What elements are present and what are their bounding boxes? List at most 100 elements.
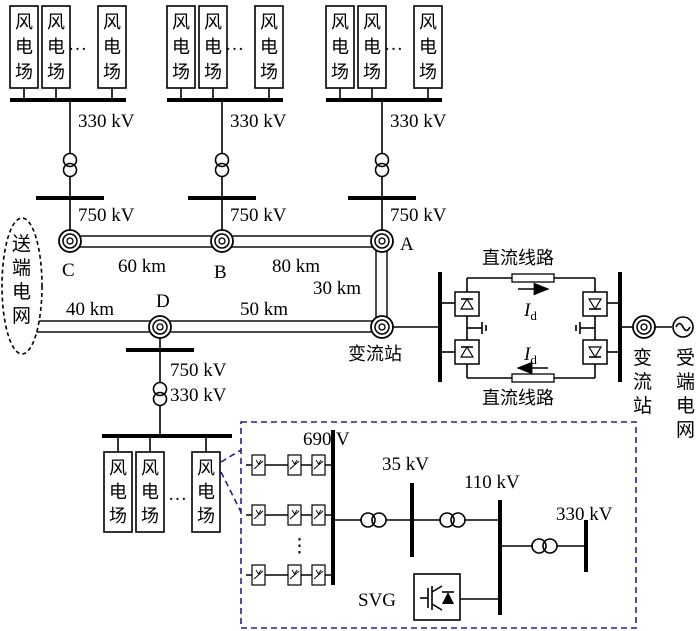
wind-farm-char: 风	[363, 12, 381, 33]
wind-farm-ellipsis: …	[384, 34, 403, 55]
wind-farm-char: 电	[260, 37, 278, 58]
wind-farm-char: 电	[204, 37, 222, 58]
voltage-35kV: 35 kV	[382, 454, 429, 475]
node-A	[370, 229, 394, 253]
voltage-330kV: 330 kV	[78, 111, 135, 132]
wind-farm-char: 场	[419, 62, 437, 83]
dc-current-top: Id	[523, 300, 537, 323]
voltage-750kV: 750 kV	[230, 205, 287, 226]
wind-farm-char: 风	[15, 12, 33, 33]
node-D	[148, 315, 172, 339]
svg-device-label: SVG	[358, 590, 396, 611]
distance-left-D: 40 km	[66, 299, 114, 320]
wind-farm-D-1: 风 电 场	[103, 451, 133, 533]
recv-grid-char-3: 电	[676, 395, 695, 417]
node-label-A: A	[400, 234, 414, 255]
wind-farm-box: 风电场	[325, 5, 355, 89]
wind-farm-char: 风	[260, 12, 278, 33]
sending-grid-ellipse	[1, 217, 43, 355]
distance-A-converter: 30 km	[313, 278, 361, 299]
svg-text:风: 风	[197, 458, 215, 479]
voltage-330kV-detail: 330 kV	[556, 504, 613, 525]
transformer-110-330	[531, 538, 558, 554]
line-A-converter	[375, 241, 388, 327]
wind-farm-char: 电	[363, 37, 381, 58]
node-converter-send	[370, 315, 394, 339]
wind-farm-char: 风	[172, 12, 190, 33]
wind-farm-box: 风电场	[41, 5, 71, 89]
rectifier-bottom	[454, 339, 480, 365]
dc-line-label-bottom: 直流线路	[482, 388, 554, 409]
wind-farm-D-3: 风 电 场	[191, 451, 221, 533]
wind-farm-char: 场	[260, 62, 278, 83]
ac-source-icon	[672, 316, 694, 338]
node-converter-recv	[632, 315, 656, 339]
wind-farm-char: 场	[47, 62, 65, 83]
recv-grid-char-1: 受	[676, 347, 695, 369]
svg-text:电: 电	[109, 482, 127, 503]
dc-current-bottom: Id	[523, 344, 537, 367]
wind-farm-D-2: 风 电 场	[135, 451, 165, 533]
wind-farm-char: 电	[103, 37, 121, 58]
dc-cable-bottom	[511, 373, 555, 383]
distance-BA: 80 km	[272, 256, 320, 277]
transformer	[214, 152, 230, 178]
voltage-690V: 690 V	[303, 429, 350, 450]
wind-farm-char: 电	[419, 37, 437, 58]
wind-turbine-strings: ⋮	[246, 454, 333, 586]
svg-text:场: 场	[141, 506, 159, 527]
wind-farm-box: 风电场	[166, 5, 196, 89]
detail-callout-line-2	[220, 471, 242, 513]
transformer	[374, 152, 390, 178]
node-label-C: C	[62, 260, 75, 281]
wind-farm-char: 场	[15, 62, 33, 83]
wind-farm-char: 电	[15, 37, 33, 58]
wind-farm-char: 风	[47, 12, 65, 33]
wind-farm-char: 场	[331, 62, 349, 83]
voltage-D-750: 750 kV	[170, 360, 227, 381]
inverter-bottom	[582, 339, 608, 365]
dc-cable-top	[511, 273, 555, 283]
wind-farm-box: 风电场	[357, 5, 387, 89]
voltage-750kV: 750 kV	[390, 205, 447, 226]
transformer	[62, 152, 78, 178]
svg-text:电: 电	[197, 482, 215, 503]
wind-farm-box: 风电场	[198, 5, 228, 89]
sending-grid-char-4: 网	[12, 305, 31, 327]
svg-device	[413, 573, 461, 621]
rectifier-top	[454, 291, 480, 317]
transformer-690-35	[360, 512, 387, 528]
wind-farm-char: 场	[103, 62, 121, 83]
node-label-D: D	[156, 291, 170, 312]
inverter-top	[582, 291, 608, 317]
wind-farm-char: 场	[363, 62, 381, 83]
wind-farm-ellipsis: …	[68, 34, 87, 55]
wind-farm-char: 电	[47, 37, 65, 58]
distance-CB: 60 km	[118, 256, 166, 277]
voltage-330kV: 330 kV	[390, 111, 447, 132]
dc-line-label-top: 直流线路	[482, 248, 554, 269]
wind-farm-char: 风	[103, 12, 121, 33]
converter-send-label: 变流站	[348, 344, 402, 365]
detail-callout-line-1	[220, 449, 242, 463]
svg-text:电: 电	[141, 482, 159, 503]
svg-text:场: 场	[197, 506, 215, 527]
wind-farm-char: 风	[204, 12, 222, 33]
voltage-330kV: 330 kV	[230, 111, 287, 132]
wind-farm-box: 风电场	[413, 5, 443, 89]
wind-farm-box: 风电场	[254, 5, 284, 89]
converter-recv-char-3: 站	[633, 395, 652, 417]
svg-text:风: 风	[141, 458, 159, 479]
voltage-750kV: 750 kV	[78, 205, 135, 226]
turbine-string-row	[246, 564, 333, 586]
transformer-35-110	[439, 512, 466, 528]
turbine-string-row	[246, 504, 333, 526]
turbine-ellipsis: ⋮	[290, 536, 309, 557]
turbine-string-row	[246, 454, 333, 476]
sending-grid-char-2: 端	[12, 257, 31, 279]
wind-farm-char: 风	[331, 12, 349, 33]
sending-grid-char-1: 送	[12, 233, 31, 255]
line-D-converter	[21, 320, 383, 333]
